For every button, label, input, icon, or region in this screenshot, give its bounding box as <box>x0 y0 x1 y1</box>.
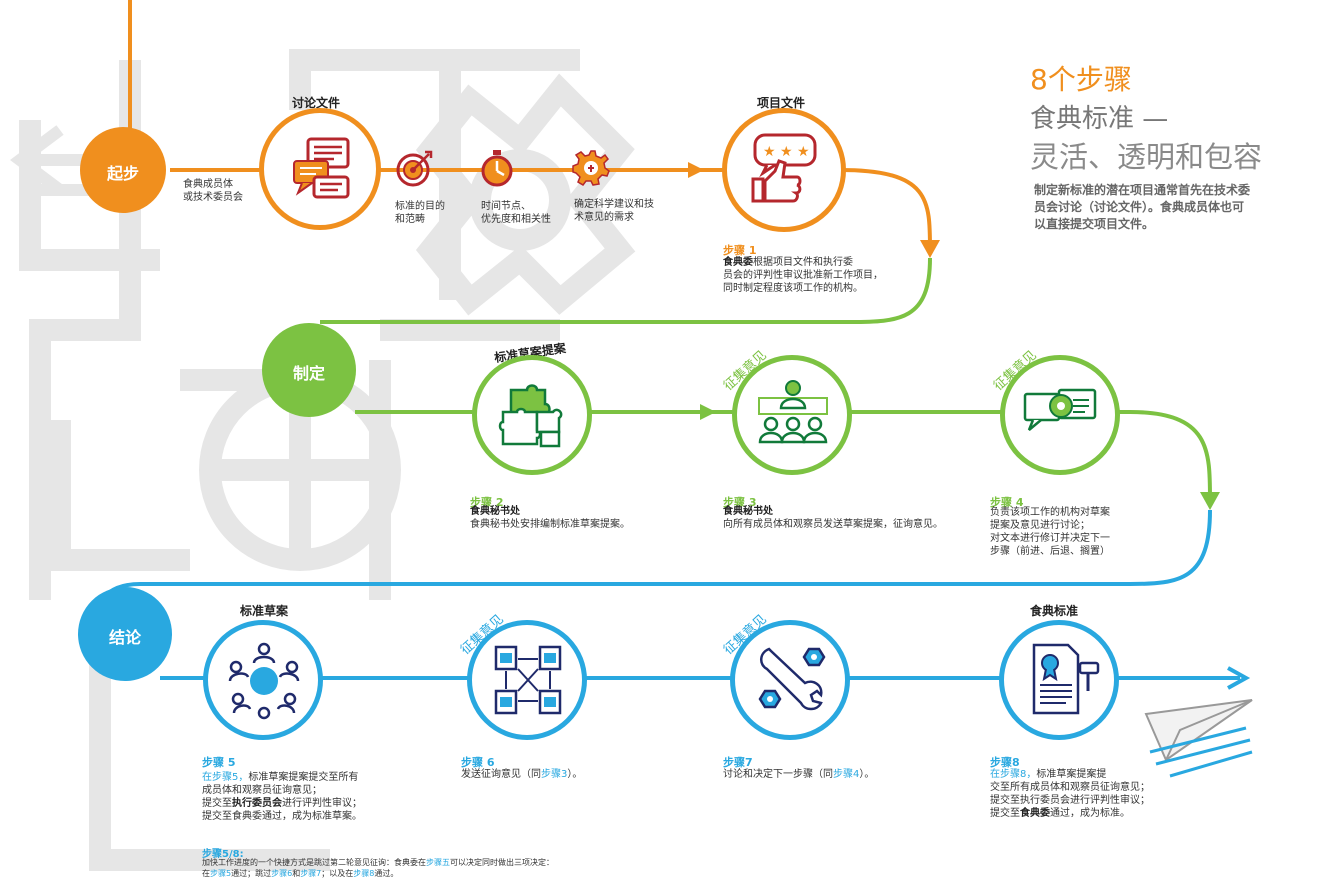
header-title-line2: 食典标准 — <box>1030 104 1169 134</box>
gear-bulb-text: 确定科学建议和技术意见的需求 <box>574 199 654 223</box>
flow-curve-1 <box>320 257 932 324</box>
project-document-label: 项目文件 <box>757 96 806 110</box>
target-text: 标准的目的和范畴 <box>395 201 445 225</box>
footnote-text: 加快工作进度的一个快捷方式是跳过第二轮意见征询：食典委在步骤五可以决定同时做出三… <box>202 858 554 878</box>
step8-title: 步骤8 <box>990 756 1020 769</box>
stage-start-label: 起步 <box>106 164 139 183</box>
people-network-icon <box>758 380 828 444</box>
stage-start-circle: 起步 <box>80 127 166 213</box>
step5-text: 在步骤5，标准草案提案提交至所有 成员体和观察员征询意见； 提交至执行委员会进行… <box>202 772 362 822</box>
step7-title: 步骤7 <box>723 756 753 769</box>
codex-standard-label: 食典标准 <box>1030 604 1079 618</box>
step6-title: 步骤 6 <box>461 756 495 769</box>
members-text: 食典成员体或技术委员会 <box>183 179 243 203</box>
circulate-comments-circle-3 <box>467 620 587 740</box>
speech-bubbles-icon <box>293 137 350 199</box>
header-title-line3: 灵活、透明和包容 <box>1030 140 1263 174</box>
step3-title: 步骤 3 <box>723 496 757 509</box>
stage-develop-circle: 制定 <box>262 323 356 417</box>
background-pattern <box>19 49 636 871</box>
gear-bulb-icon <box>572 150 610 186</box>
step7-text: 讨论和决定下一步骤（同步骤4）。 <box>723 769 875 780</box>
discussion-paper-label: 讨论文件 <box>292 96 341 110</box>
step6-text: 发送征询意见（同步骤3）。 <box>461 769 583 780</box>
circulate-comments-circle-1 <box>732 355 852 475</box>
codex-standard-circle <box>999 620 1119 740</box>
stopwatch-icon <box>481 150 513 187</box>
svg-text:★ ★ ★: ★ ★ ★ <box>763 144 810 160</box>
draft-standard-label: 标准草案 <box>240 604 289 618</box>
certificate-gavel-icon <box>1032 643 1100 715</box>
step4-title: 步骤 4 <box>990 496 1024 509</box>
draft-proposal-circle <box>472 355 592 475</box>
header-title-steps: 8个步骤 <box>1030 63 1132 96</box>
rating-thumbs-up-icon: ★ ★ ★ <box>751 133 817 203</box>
document-exchange-icon <box>494 645 562 715</box>
stopwatch-text: 时间节点、优先度和相关性 <box>481 201 551 225</box>
puzzle-icon <box>498 384 563 448</box>
discussion-paper-circle <box>259 108 381 230</box>
project-document-circle: ★ ★ ★ <box>722 108 846 232</box>
step1-title: 步骤 1 <box>723 244 757 257</box>
round-table-meeting-icon <box>228 642 300 720</box>
step4-text: 负责该项工作的机构对草案 提案及意见进行讨论； 对文本进行修订并决定下一 步骤（… <box>990 507 1110 557</box>
wrench-nuts-icon <box>758 647 826 711</box>
stage-conclude-label: 结论 <box>108 628 141 647</box>
step1-text: 食典委根据项目文件和执行委 员会的评判性审议批准新工作项目， 同时制定程度该项工… <box>723 257 883 294</box>
circulate-comments-circle-2 <box>1000 355 1120 475</box>
stage-conclude-circle: 结论 <box>78 587 172 681</box>
step8-text: 在步骤8，标准草案提案提 交至所有成员体和观察员征询意见； 提交至执行委员会进行… <box>990 769 1150 819</box>
footnote-title: 步骤5/8: <box>202 849 244 860</box>
draft-standard-circle <box>203 620 323 740</box>
discussion-gear-icon <box>1023 388 1097 431</box>
step5-title: 步骤 5 <box>202 756 236 769</box>
paper-plane-icon <box>1144 699 1253 778</box>
target-icon <box>396 150 433 187</box>
step2-title: 步骤 2 <box>470 496 504 509</box>
stage-develop-label: 制定 <box>292 364 325 383</box>
header-intro: 制定新标准的潜在项目通常首先在技术委 员会讨论（讨论文件）。食典成员体也可 以直… <box>1034 183 1251 231</box>
step3-text: 食典秘书处 向所有成员体和观察员发送草案提案，征询意见。 <box>723 506 943 530</box>
circulate-comments-circle-4 <box>730 620 850 740</box>
step2-text: 食典秘书处 食典秘书处安排编制标准草案提案。 <box>470 506 630 530</box>
